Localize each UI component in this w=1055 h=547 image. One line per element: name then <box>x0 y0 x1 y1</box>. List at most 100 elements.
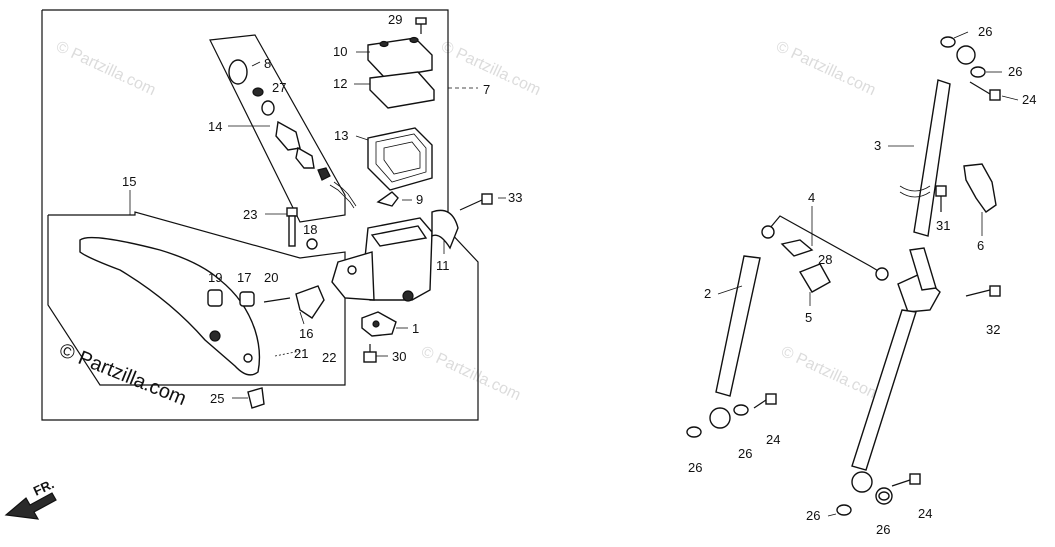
washer-26-part <box>836 504 852 516</box>
callout-24: 24 <box>1022 92 1036 107</box>
callout-19: 19 <box>208 270 222 285</box>
callout-26: 26 <box>876 522 890 537</box>
callout-26: 26 <box>978 24 992 39</box>
bolt-shank <box>969 81 991 95</box>
bleeder-body <box>363 351 377 363</box>
hose-ring <box>899 191 931 198</box>
bleeder-30-part <box>363 344 377 363</box>
callout-25: 25 <box>210 391 224 406</box>
callout-13: 13 <box>334 128 348 143</box>
washer-26-part <box>733 404 749 416</box>
callout-30: 30 <box>392 349 406 364</box>
bolt-head <box>989 285 1001 297</box>
bolt-shank <box>288 215 296 247</box>
callout-26: 26 <box>806 508 820 523</box>
watermark-bold: © Partzilla.com <box>56 339 189 410</box>
clamp-6-part <box>963 163 997 213</box>
callout-24: 24 <box>918 506 932 521</box>
bolt-24-part <box>969 81 1001 101</box>
bolt-head <box>909 473 921 485</box>
cup-part <box>295 146 315 169</box>
callout-3: 3 <box>874 138 881 153</box>
screw-29-part <box>415 17 427 34</box>
bolt-shank <box>459 199 483 211</box>
callout-26: 26 <box>1008 64 1022 79</box>
banjo-fitting <box>956 45 976 65</box>
banjo-fitting <box>851 471 873 493</box>
watermark: © Partzilla.com <box>778 343 883 404</box>
callout-27: 27 <box>272 80 286 95</box>
washer-26-part <box>940 36 956 48</box>
callout-16: 16 <box>299 326 313 341</box>
collar-17-part <box>239 291 255 307</box>
clip-9-part <box>376 191 399 207</box>
hose-ring <box>899 185 931 192</box>
diaphragm-rib <box>375 133 427 183</box>
callout-1: 1 <box>412 321 419 336</box>
spring-21-part <box>243 353 253 363</box>
clamp-28-part <box>780 239 814 257</box>
cylinder-top <box>370 225 428 247</box>
washer-26-part <box>970 66 986 78</box>
front-direction-indicator: FR. <box>4 476 57 520</box>
callout-14: 14 <box>208 119 222 134</box>
switch-1-part <box>361 311 397 337</box>
callout-21: 21 <box>294 346 308 361</box>
lever-pivot <box>209 330 221 342</box>
bolt-31-part <box>935 185 947 212</box>
screw-head <box>415 17 427 25</box>
callout-15: 15 <box>122 174 136 189</box>
callout-22: 22 <box>322 350 336 365</box>
lever-mount <box>331 251 375 301</box>
watermark: © Partzilla.com <box>773 38 878 99</box>
watermark-group: © Partzilla.com © Partzilla.com © Partzi… <box>53 38 883 404</box>
washer-part <box>261 100 275 116</box>
diaphragm-rib <box>383 141 421 175</box>
brake-lever-part <box>79 236 261 376</box>
grommet-5-part <box>798 263 831 293</box>
plate-part <box>369 71 435 109</box>
callout-20: 20 <box>264 270 278 285</box>
bolt-24-part <box>891 473 921 487</box>
brake-hose-2-part <box>715 255 761 397</box>
callout-32: 32 <box>986 322 1000 337</box>
bolt-shank <box>753 399 767 409</box>
pipe-nut <box>761 225 775 239</box>
callout-10: 10 <box>333 44 347 59</box>
callout-31: 31 <box>936 218 950 233</box>
bolt-33-part <box>459 193 493 211</box>
piston-kit <box>228 59 357 209</box>
callout-26: 26 <box>688 460 702 475</box>
callout-5: 5 <box>805 310 812 325</box>
master-cylinder-body <box>331 217 433 302</box>
callout-7: 7 <box>483 82 490 97</box>
leader-16 <box>299 311 305 325</box>
pipe-nut <box>875 267 889 281</box>
bolt-shank <box>891 479 911 487</box>
bolt-shank <box>965 289 991 297</box>
callout-labels: 29 10 12 7 13 8 27 14 15 9 33 23 18 11 1… <box>122 12 1036 537</box>
circlip-27-part <box>252 87 264 97</box>
leader-24-top <box>1001 95 1019 101</box>
callout-26: 26 <box>738 446 752 461</box>
callout-4: 4 <box>808 190 815 205</box>
pivot-bolt-23-part <box>286 207 298 247</box>
leader-8 <box>251 61 261 67</box>
nut-18-part <box>306 238 318 250</box>
callout-29: 29 <box>388 12 402 27</box>
watermark: © Partzilla.com <box>438 38 543 99</box>
callout-12: 12 <box>333 76 347 91</box>
pipe-junction <box>909 247 937 291</box>
leader-26 <box>827 513 837 517</box>
callout-23: 23 <box>243 207 257 222</box>
diaphragm <box>367 127 433 191</box>
leader-lines <box>129 31 1019 517</box>
cap-25-part <box>247 387 265 409</box>
reservoir-cap-part <box>367 37 433 79</box>
boot-8-part <box>228 59 248 85</box>
callout-18: 18 <box>303 222 317 237</box>
lever-frame <box>47 211 346 386</box>
callout-24: 24 <box>766 432 780 447</box>
bolt-head <box>481 193 493 205</box>
